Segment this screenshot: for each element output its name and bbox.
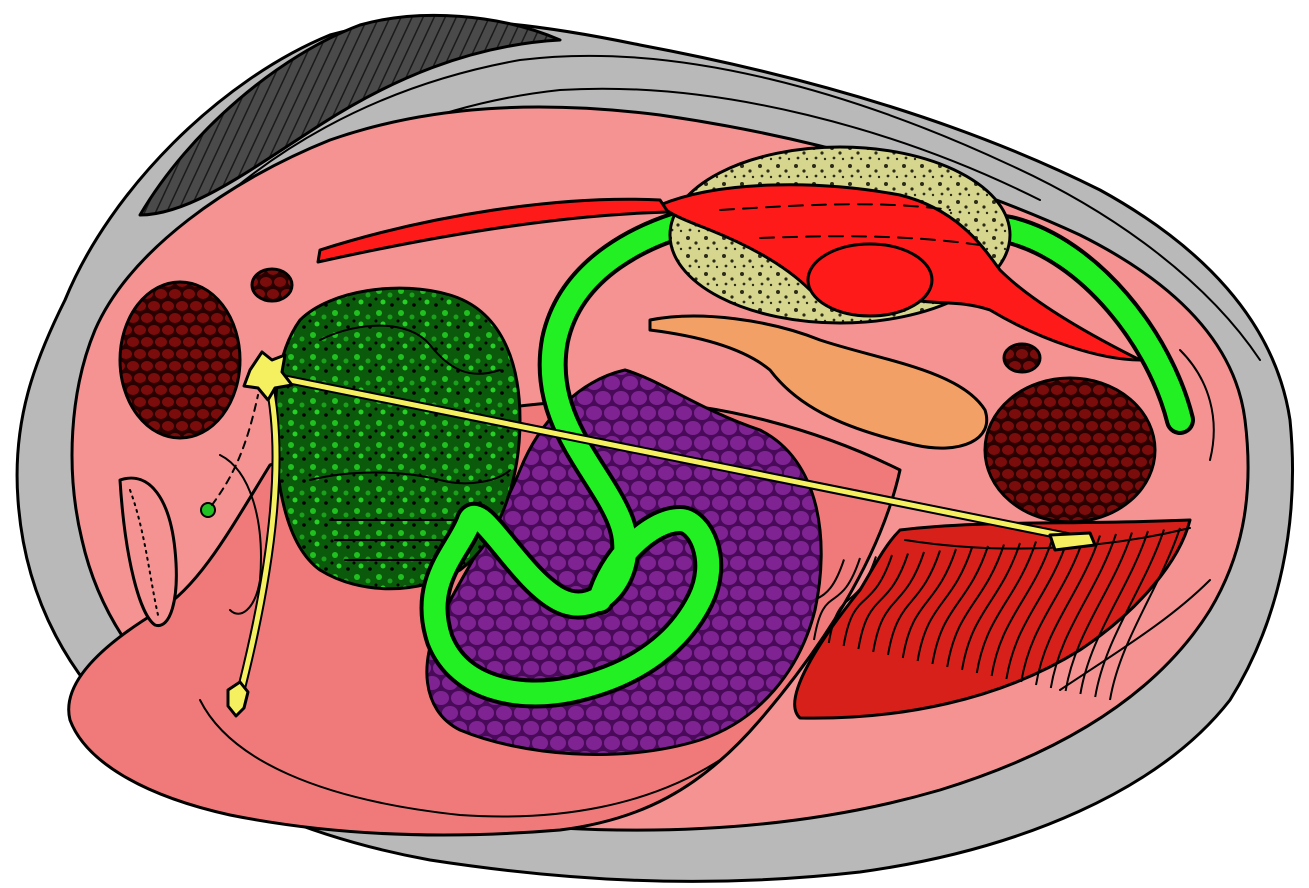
posterior-small-muscle xyxy=(1004,344,1040,372)
heart-auricle xyxy=(808,244,932,316)
posterior-adductor-muscle xyxy=(985,378,1155,522)
anterior-adductor-muscle xyxy=(120,282,240,438)
anterior-small-muscle xyxy=(252,269,292,301)
